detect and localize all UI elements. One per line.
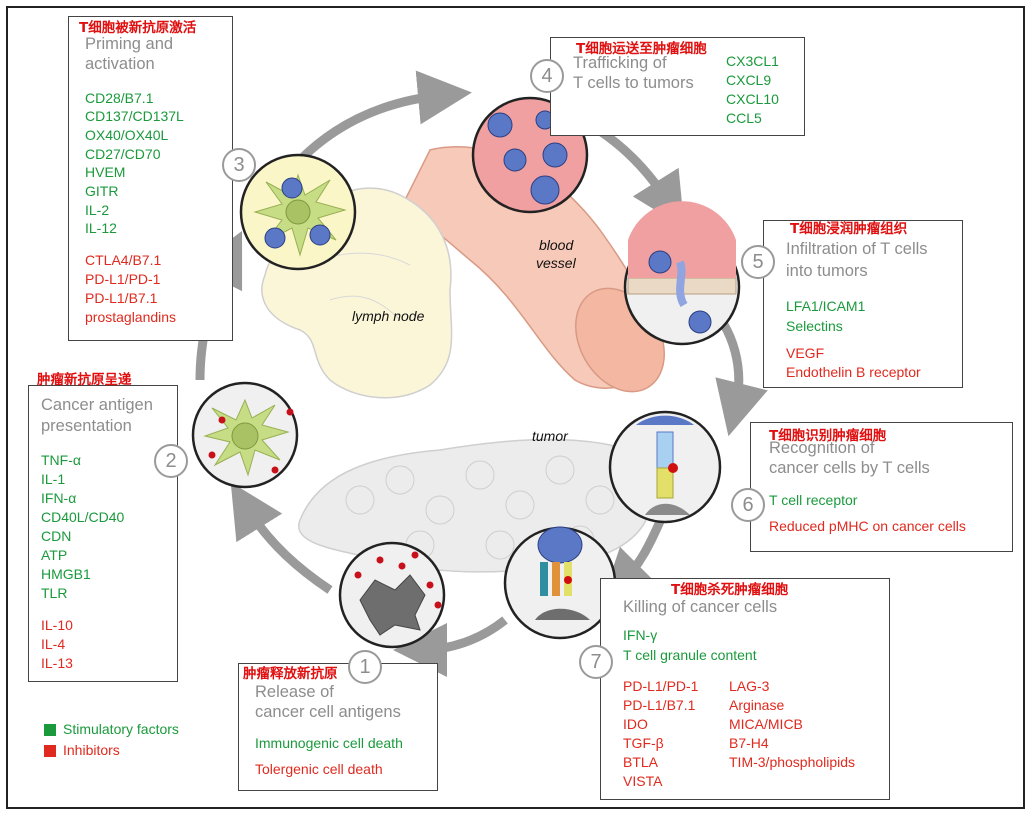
step7-inhib-10: TIM-3/phospholipids — [729, 754, 856, 770]
step5-stim-1: Selectins — [786, 318, 843, 334]
legend-stimulatory-swatch — [44, 724, 56, 736]
step2-inhib-2: IL-13 — [41, 655, 73, 671]
step3-inhib-1: PD-L1/PD-1 — [85, 271, 161, 287]
step6-chinese-title: T细胞识别肿瘤细胞 — [769, 428, 887, 444]
step2-inhib-1: IL-4 — [41, 636, 66, 652]
step5-inhib-0: VEGF — [786, 345, 825, 361]
step2-stim-6: HMGB1 — [41, 566, 91, 582]
step7-inhib-8: MICA/MICB — [729, 716, 803, 732]
step1-title-line1: Release of — [255, 683, 334, 701]
step7-inhib-0: PD-L1/PD-1 — [623, 678, 699, 694]
step3-title-line2: activation — [85, 55, 155, 73]
step5-title-line1: Infiltration of T cells — [786, 240, 928, 258]
step2-chinese-title: 肿瘤新抗原呈递 — [37, 372, 132, 388]
step1-box: 肿瘤释放新抗原 Release of cancer cell antigens … — [238, 663, 438, 791]
step4-stim-3: CCL5 — [726, 110, 762, 126]
step3-stim-7: IL-12 — [85, 220, 117, 236]
blood-vessel-label-2: vessel — [536, 255, 576, 271]
step6-illustration — [608, 410, 722, 524]
step7-inhib-5: VISTA — [623, 773, 663, 789]
step4-stim-0: CX3CL1 — [726, 53, 779, 69]
step2-box: 肿瘤新抗原呈递 Cancer antigen presentation TNF-… — [28, 372, 178, 682]
step2-stim-1: IL-1 — [41, 471, 66, 487]
step3-inhib-2: PD-L1/B7.1 — [85, 290, 158, 306]
step3-illustration — [239, 153, 357, 271]
step2-title-line1: Cancer antigen — [41, 396, 153, 414]
step3-stim-2: OX40/OX40L — [85, 127, 169, 143]
step3-stim-5: GITR — [85, 183, 119, 199]
step5-stim-0: LFA1/ICAM1 — [786, 298, 866, 314]
step7-stim-1: T cell granule content — [623, 647, 757, 663]
step6-inhib-0: Reduced pMHC on cancer cells — [769, 518, 966, 534]
step6-stim-0: T cell receptor — [769, 492, 858, 508]
step5-title-line2: into tumors — [786, 262, 868, 280]
step2-stim-0: TNF-α — [41, 452, 81, 468]
step6-number: 6 — [731, 488, 765, 522]
step5-chinese-title: T细胞浸润肿瘤组织 — [790, 221, 908, 237]
step1-stim-0: Immunogenic cell death — [255, 735, 403, 751]
step2-stim-5: ATP — [41, 547, 68, 563]
step3-stim-1: CD137/CD137L — [85, 108, 184, 124]
step5-box: T细胞浸润肿瘤组织 Infiltration of T cells into t… — [763, 220, 963, 388]
step7-inhib-6: LAG-3 — [729, 678, 770, 694]
step1-title-line2: cancer cell antigens — [255, 703, 401, 721]
step3-number: 3 — [222, 148, 256, 182]
figure-frame — [6, 6, 1025, 809]
step7-number: 7 — [579, 645, 613, 679]
step1-number: 1 — [348, 650, 382, 684]
step7-chinese-title: T细胞杀死肿瘤细胞 — [671, 582, 789, 598]
step7-inhib-3: TGF-β — [623, 735, 664, 751]
step4-stim-1: CXCL9 — [726, 72, 772, 88]
step7-box: T细胞杀死肿瘤细胞 Killing of cancer cells IFN-γ … — [600, 578, 890, 800]
step6-box: T细胞识别肿瘤细胞 Recognition of cancer cells by… — [750, 422, 1013, 552]
legend-inhibitors-swatch — [44, 745, 56, 757]
step2-title-line2: presentation — [41, 417, 132, 435]
step7-inhib-1: PD-L1/B7.1 — [623, 697, 696, 713]
step2-illustration — [191, 381, 299, 489]
step3-title-line1: Priming and — [85, 35, 174, 53]
step6-title-line2: cancer cells by T cells — [769, 459, 930, 477]
legend-inhibitors-label: Inhibitors — [63, 742, 120, 758]
blood-vessel-label-1: blood — [539, 237, 574, 253]
step2-inhib-0: IL-10 — [41, 617, 73, 633]
step4-title-line1: Trafficking of — [573, 54, 667, 72]
step3-stim-0: CD28/B7.1 — [85, 90, 154, 106]
step3-stim-4: HVEM — [85, 164, 126, 180]
step4-stim-2: CXCL10 — [726, 91, 779, 107]
step1-chinese-title: 肿瘤释放新抗原 — [243, 666, 338, 682]
step5-inhib-1: Endothelin B receptor — [786, 364, 921, 380]
step5-number: 5 — [741, 245, 775, 279]
legend-stimulatory-label: Stimulatory factors — [63, 721, 179, 737]
step6-title-line1: Recognition of — [769, 439, 875, 457]
lymph-node-label: lymph node — [352, 308, 425, 324]
step3-chinese-title: T细胞被新抗原激活 — [79, 20, 197, 36]
step4-number: 4 — [530, 59, 564, 93]
step3-stim-3: CD27/CD70 — [85, 146, 161, 162]
step7-stim-0: IFN-γ — [623, 627, 658, 643]
step7-inhib-4: BTLA — [623, 754, 659, 770]
step4-title-line2: T cells to tumors — [573, 74, 694, 92]
step7-inhib-7: Arginase — [729, 697, 785, 713]
step4-box: T细胞运送至肿瘤细胞 Trafficking of T cells to tum… — [550, 37, 805, 136]
step7-inhib-9: B7-H4 — [729, 735, 769, 751]
step7-inhib-2: IDO — [623, 716, 648, 732]
step5-illustration — [623, 201, 741, 346]
step2-stim-4: CDN — [41, 528, 72, 544]
step2-stim-2: IFN-α — [41, 490, 77, 506]
step3-inhib-3: prostaglandins — [85, 309, 177, 325]
step7-title-line1: Killing of cancer cells — [623, 598, 778, 616]
step7-illustration — [503, 526, 617, 640]
step3-stim-6: IL-2 — [85, 202, 110, 218]
step3-inhib-0: CTLA4/B7.1 — [85, 252, 162, 268]
step2-number: 2 — [154, 444, 188, 478]
step4-chinese-title: T细胞运送至肿瘤细胞 — [576, 41, 707, 57]
step2-stim-7: TLR — [41, 585, 68, 601]
tumor-label: tumor — [532, 428, 568, 444]
step3-box: T细胞被新抗原激活 Priming and activation CD28/B7… — [68, 16, 233, 341]
step1-inhib-0: Tolergenic cell death — [255, 761, 383, 777]
step1-illustration — [338, 541, 446, 649]
step2-stim-3: CD40L/CD40 — [41, 509, 125, 525]
